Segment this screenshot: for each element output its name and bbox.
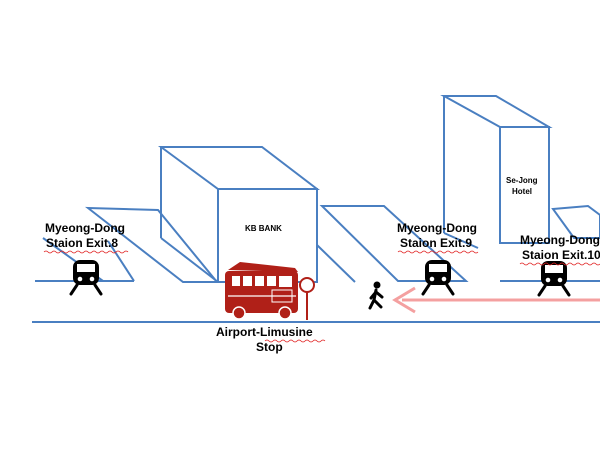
street-block-far-right — [551, 204, 600, 239]
sejong-hotel-building — [440, 95, 553, 249]
exit-9-underline — [397, 250, 479, 254]
walking-person-icon — [368, 281, 384, 310]
hotel-label-line1: Se-Jong — [506, 176, 538, 185]
street-edge — [316, 244, 356, 283]
exit-9-label-line2: Staion Exit.9 — [400, 236, 472, 250]
limousine-stop-label-line2: Stop — [256, 340, 283, 354]
subway-exit-9-icon — [421, 258, 455, 296]
subway-exit-10-icon — [537, 259, 571, 297]
exit-8-underline — [43, 250, 129, 254]
bus-stop-sign-icon — [299, 277, 315, 320]
kb-bank-building — [157, 146, 320, 283]
limousine-stop-underline — [264, 339, 326, 343]
exit-10-underline — [519, 262, 600, 266]
hotel-label-line2: Hotel — [512, 187, 532, 196]
limousine-stop-label-line1: Airport-Limusine — [216, 325, 313, 339]
street-block-right — [319, 205, 469, 282]
subway-exit-8-icon — [69, 258, 103, 296]
exit-8-label-line1: Myeong-Dong — [45, 221, 125, 235]
exit-10-label-line1: Myeong-Dong — [520, 233, 600, 247]
exit-9-label-line1: Myeong-Dong — [397, 221, 477, 235]
walking-route-arrow — [392, 286, 600, 314]
kb-bank-label: KB BANK — [245, 224, 282, 233]
bus-icon — [225, 262, 298, 320]
exit-10-label-line2: Staion Exit.10 — [522, 248, 600, 262]
exit-8-label-line2: Staion Exit.8 — [46, 236, 118, 250]
